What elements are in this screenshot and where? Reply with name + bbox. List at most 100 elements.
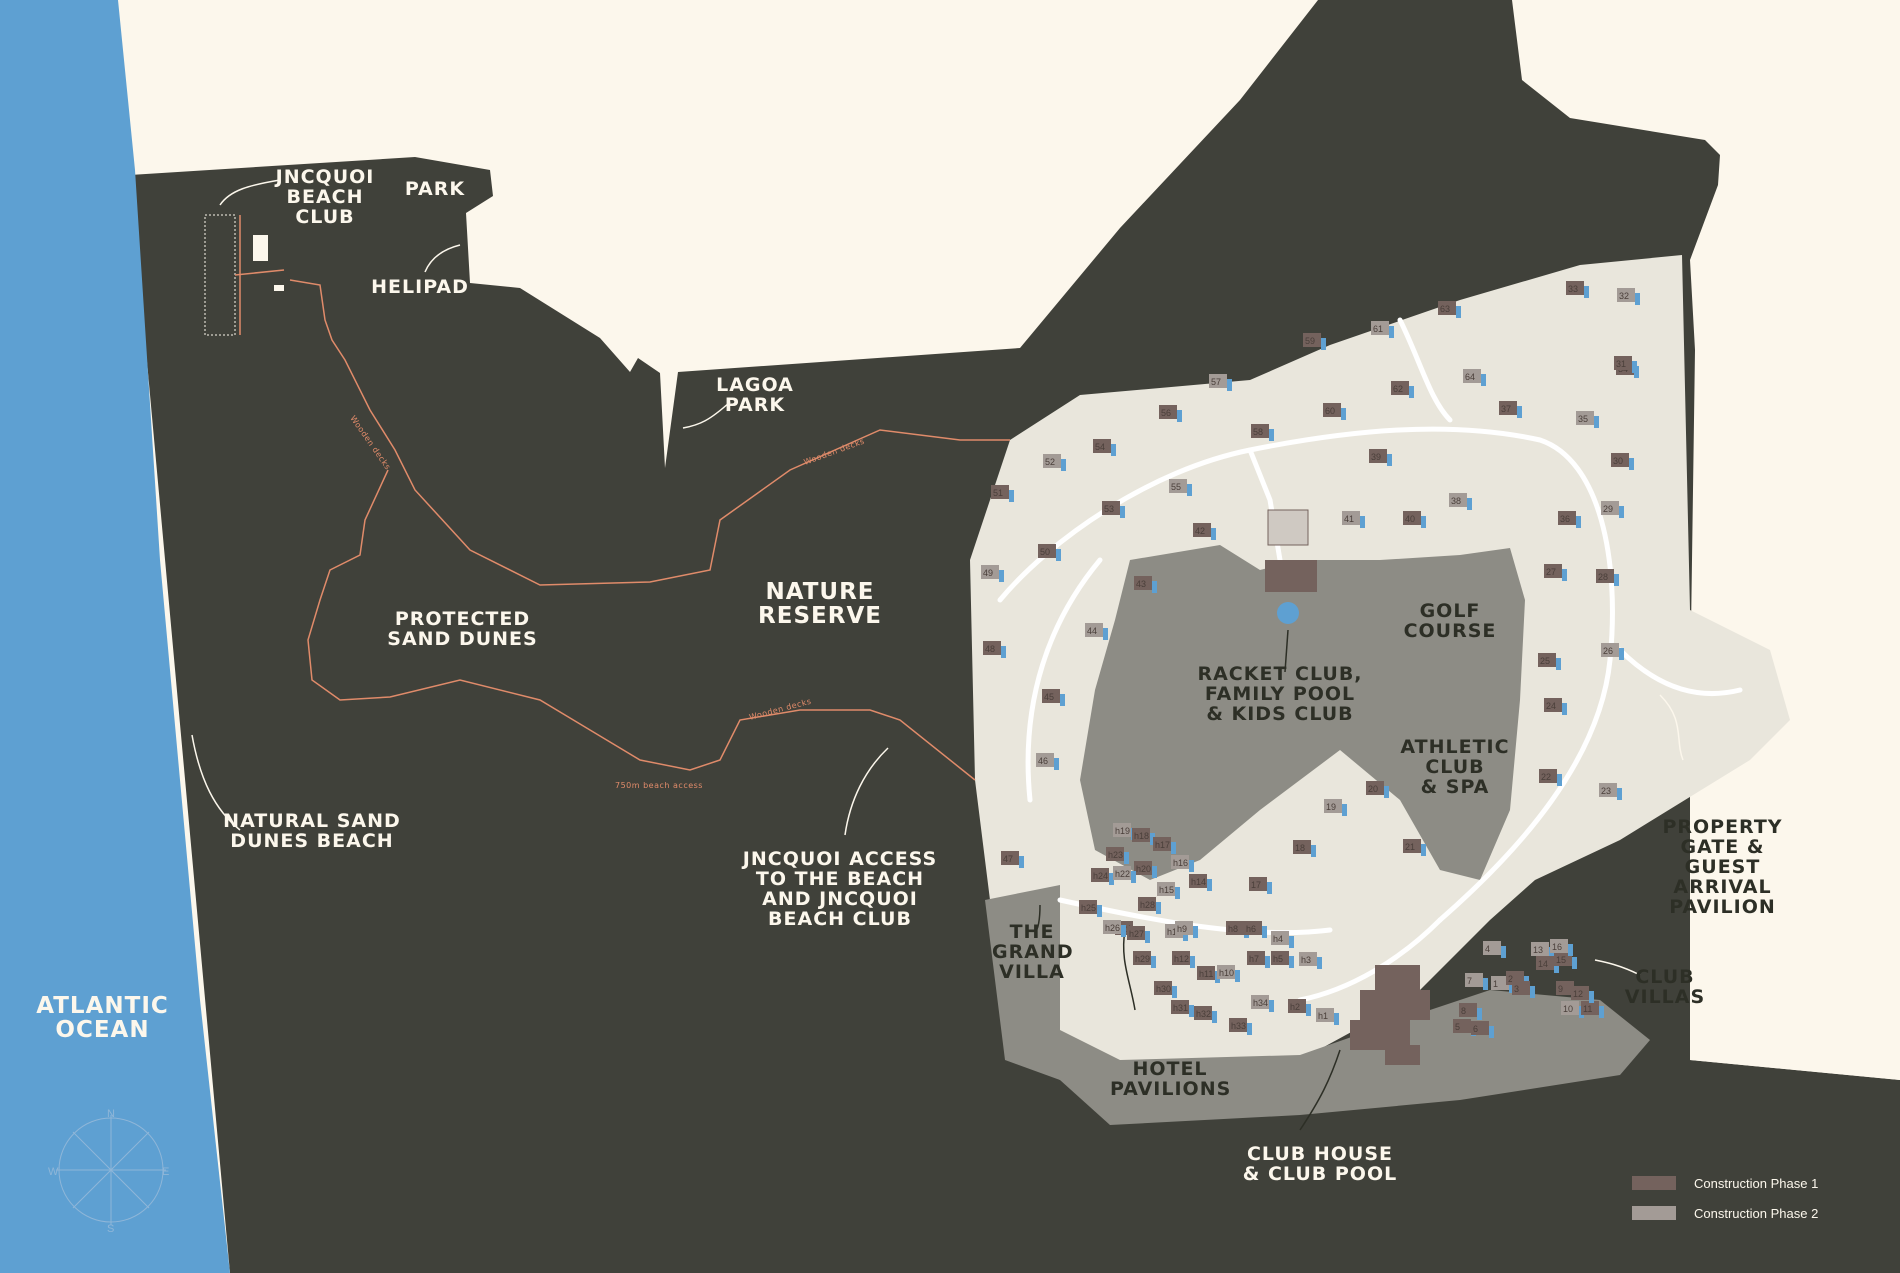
club-villa-block <box>1571 986 1589 1000</box>
club-villa-7: 7 <box>1465 973 1488 990</box>
villa-pool <box>1187 484 1192 496</box>
villa-pool <box>1619 648 1624 660</box>
pavilion-block <box>1175 921 1193 935</box>
villa-pool <box>1635 293 1640 305</box>
club-villa-block <box>1483 941 1501 955</box>
villa-block <box>1403 511 1421 525</box>
pavilion-number: h26 <box>1105 923 1120 933</box>
compass-e: E <box>162 1166 169 1178</box>
villa-pool <box>1267 882 1272 894</box>
pavilion-block <box>1103 920 1121 934</box>
pavilion-pool <box>1131 871 1136 883</box>
pavilion-number: h32 <box>1196 1009 1211 1019</box>
villa-61: 61 <box>1371 321 1394 338</box>
villa-pool <box>1054 758 1059 770</box>
pavilion-block <box>1113 866 1131 880</box>
villa-50: 50 <box>1038 544 1061 561</box>
villa-number: 53 <box>1104 504 1114 514</box>
villa-number: 44 <box>1087 626 1097 636</box>
club-villa-4: 4 <box>1483 941 1506 958</box>
pavilion-h1: h1 <box>1316 1008 1339 1025</box>
villa-pool <box>1269 429 1274 441</box>
villa-53: 53 <box>1102 501 1125 518</box>
pavilion-pool <box>1289 936 1294 948</box>
pavilion-number: h6 <box>1246 924 1256 934</box>
villa-block <box>1323 403 1341 417</box>
pavilion-pool <box>1171 842 1176 854</box>
pavilion-block <box>1134 861 1152 875</box>
club-villa-11: 11 <box>1581 1001 1604 1018</box>
villa-block <box>1601 501 1619 515</box>
pavilion-block <box>1271 931 1289 945</box>
villa-41: 41 <box>1342 511 1365 528</box>
club-villa-number: 6 <box>1473 1024 1478 1034</box>
pavilion-pool <box>1334 1013 1339 1025</box>
villa-36: 36 <box>1558 511 1581 528</box>
villa-number: 18 <box>1295 843 1305 853</box>
villa-27: 27 <box>1544 564 1567 581</box>
pavilion-pool <box>1175 887 1180 899</box>
villa-number: 58 <box>1253 427 1263 437</box>
villa-42: 42 <box>1193 523 1216 540</box>
villa-number: 55 <box>1171 482 1181 492</box>
villa-number: 40 <box>1405 514 1415 524</box>
villa-pool <box>1617 788 1622 800</box>
club-villa-3: 3 <box>1512 981 1535 998</box>
label-hotel-pavilions: Hotel Pavilions <box>1110 1058 1232 1100</box>
pavilion-number: h9 <box>1177 924 1187 934</box>
villa-pool <box>1421 516 1426 528</box>
club-villa-number: 4 <box>1485 944 1490 954</box>
villa-55: 55 <box>1169 479 1192 496</box>
pavilion-h18: h18 <box>1132 828 1155 845</box>
pavilion-h28: h28 <box>1138 897 1161 914</box>
pavilion-block <box>1171 1000 1189 1014</box>
villa-number: 38 <box>1451 496 1461 506</box>
villa-62: 62 <box>1391 381 1414 398</box>
legend-swatch-phase-2 <box>1632 1206 1676 1220</box>
legend-label-phase-2: Construction Phase 2 <box>1694 1205 1819 1221</box>
villa-block <box>1085 623 1103 637</box>
villa-pool <box>1576 516 1581 528</box>
villa-block <box>1159 405 1177 419</box>
villa-block <box>1038 544 1056 558</box>
pavilion-pool <box>1306 1004 1311 1016</box>
villa-pool <box>1103 628 1108 640</box>
villa-number: 37 <box>1501 404 1511 414</box>
pavilion-h22: h22 <box>1113 866 1136 883</box>
villa-block <box>1566 281 1584 295</box>
villa-pool <box>1629 458 1634 470</box>
label-park: Park <box>404 178 466 200</box>
pavilion-number: h30 <box>1156 984 1171 994</box>
villa-pool <box>1632 361 1637 373</box>
villa-block <box>1251 424 1269 438</box>
villa-pool <box>1152 581 1157 593</box>
villa-49: 49 <box>981 565 1004 582</box>
pavilion-number: h27 <box>1129 929 1144 939</box>
label-lagoa-park: Lagoa Park <box>716 374 794 416</box>
villa-block <box>1102 501 1120 515</box>
villa-52: 52 <box>1043 454 1066 471</box>
villa-number: 41 <box>1344 514 1354 524</box>
pavilion-pool <box>1247 1023 1252 1035</box>
legend: Construction Phase 1 Construction Phase … <box>1632 1168 1818 1228</box>
club-villa-number: 1 <box>1493 979 1498 989</box>
pavilion-h12: h12 <box>1172 951 1195 968</box>
pavilion-block <box>1172 951 1190 965</box>
pavilion-h33: h33 <box>1229 1018 1252 1035</box>
villa-pool <box>1389 326 1394 338</box>
compass-w: W <box>48 1166 59 1178</box>
villa-38: 38 <box>1449 493 1472 510</box>
villa-35: 35 <box>1576 411 1599 428</box>
villa-47: 47 <box>1001 851 1024 868</box>
label-helipad: Helipad <box>371 276 469 298</box>
villa-number: 17 <box>1251 880 1261 890</box>
club-villa-number: 11 <box>1583 1004 1592 1014</box>
pavilion-pool <box>1212 1011 1217 1023</box>
compass-n: N <box>107 1108 115 1120</box>
club-villa-pool <box>1530 986 1535 998</box>
pavilion-h25: h25 <box>1079 900 1102 917</box>
pavilion-block <box>1091 868 1109 882</box>
club-villa-number: 10 <box>1563 1004 1573 1014</box>
label-natural-dunes-beach: Natural Sand Dunes Beach <box>223 810 401 852</box>
villa-block <box>1499 401 1517 415</box>
